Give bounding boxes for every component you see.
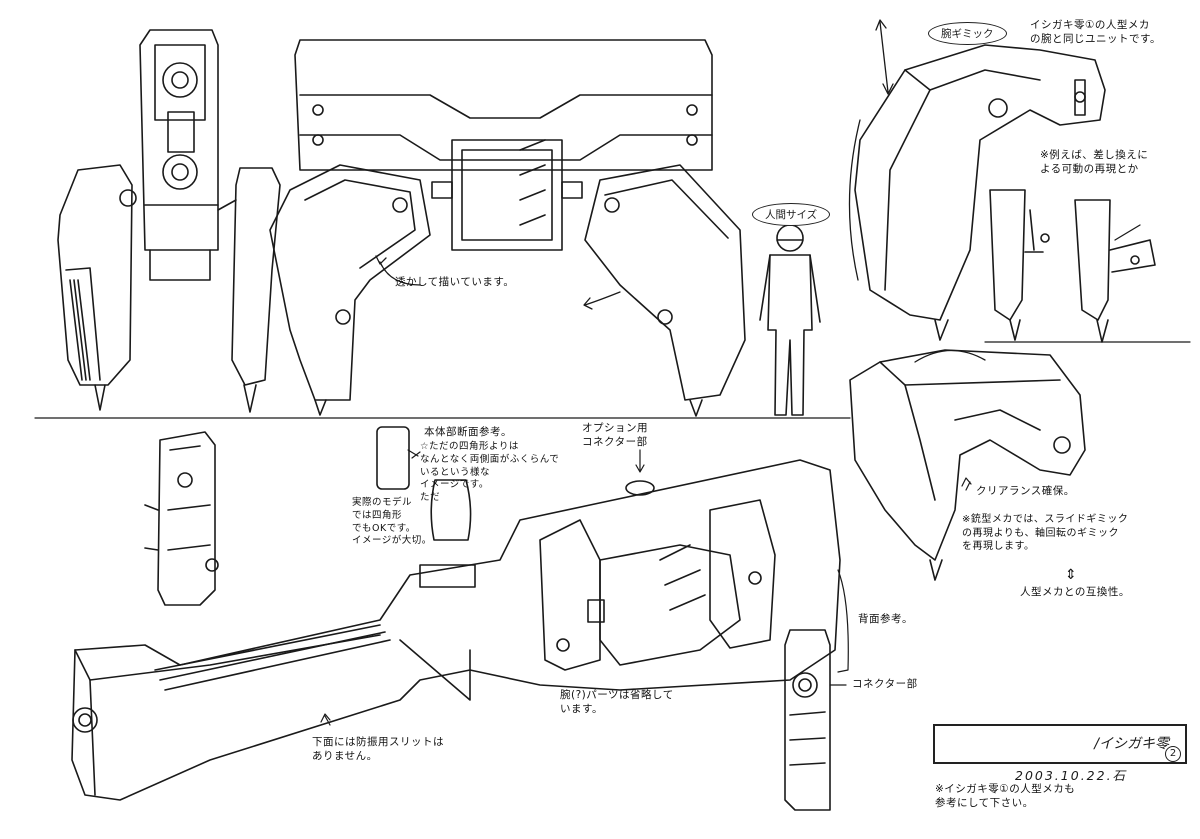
compat-symbol: ⇕ [1065, 567, 1078, 583]
sheet-number: 2 [1165, 746, 1181, 762]
bottom-slit-note: 下面には防振用スリットは ありません。 [312, 736, 444, 763]
gun-arm-drawing [849, 349, 1086, 581]
compat-note: 人型メカとの互換性。 [1020, 586, 1130, 598]
actual-model-note: 実際のモデル では四角形 でもOKです。 イメージが大切。 [352, 497, 432, 547]
connector-note: コネクター部 [852, 678, 918, 690]
front-view-drawing [57, 29, 281, 413]
arm-unit-note: イシガキ零①の人型メカ の腕と同じユニットです。 [1030, 19, 1161, 46]
title-block: /イシガキ零 2 [933, 724, 1187, 764]
top-view-drawing [269, 39, 746, 417]
perspective-view-drawing [71, 431, 972, 811]
sheet-title: /イシガキ零 [1094, 736, 1169, 752]
arm-gimmick-bubble: 腕ギミック [928, 22, 1007, 45]
human-size-bubble: 人間サイズ [752, 203, 831, 226]
human-figure [759, 224, 821, 416]
gun-gimmick-note: ※銃型メカでは、スライドギミック の再現よりも、軸回転のギミック を再現します。 [962, 514, 1129, 552]
section-diagrams [376, 426, 472, 541]
swap-note: ※例えば、差し換えに よる可動の再現とか [1040, 149, 1149, 176]
arm-omitted-note: 腕(?)パーツは省略して います。 [560, 689, 674, 716]
body-section-note: 本体部断面参考。 [424, 426, 512, 438]
see-through-note: 透かして描いています。 [395, 276, 515, 288]
section-shape-note: ☆ただの四角形よりは なんとなく両側面がふくらんで いるという様な イメージです… [420, 441, 560, 504]
clearance-note: クリアランス確保。 [976, 485, 1075, 497]
sheet-date: 2003.10.22.石 [1015, 768, 1128, 783]
back-reference-note: 背面参考。 [858, 613, 913, 625]
option-connector-note: オプション用 コネクター部 [582, 422, 648, 449]
arm-gimmick-drawing [848, 19, 1191, 343]
reference-note: ※イシガキ零①の人型メカも 参考にして下さい。 [935, 783, 1076, 810]
